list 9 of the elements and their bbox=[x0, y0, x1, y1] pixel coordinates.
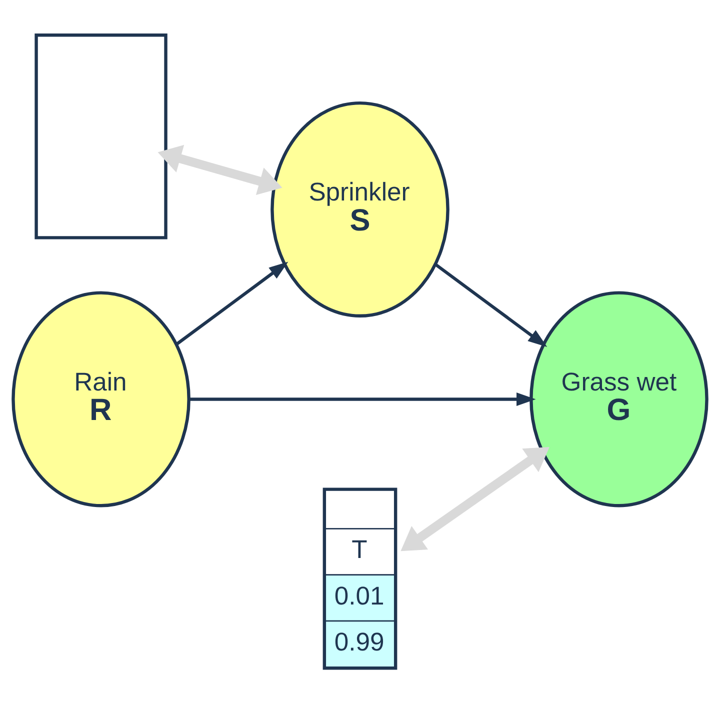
node-ellipse: Rain R bbox=[12, 290, 190, 507]
node-box bbox=[34, 33, 168, 239]
arrow bbox=[434, 262, 548, 347]
arrow bbox=[400, 446, 550, 551]
arrow bbox=[158, 144, 282, 195]
arrow bbox=[176, 261, 288, 346]
arrow bbox=[189, 392, 536, 406]
node-ellipse: Grass wet G bbox=[530, 290, 708, 507]
node-ellipse: Sprinkler S bbox=[270, 100, 450, 317]
